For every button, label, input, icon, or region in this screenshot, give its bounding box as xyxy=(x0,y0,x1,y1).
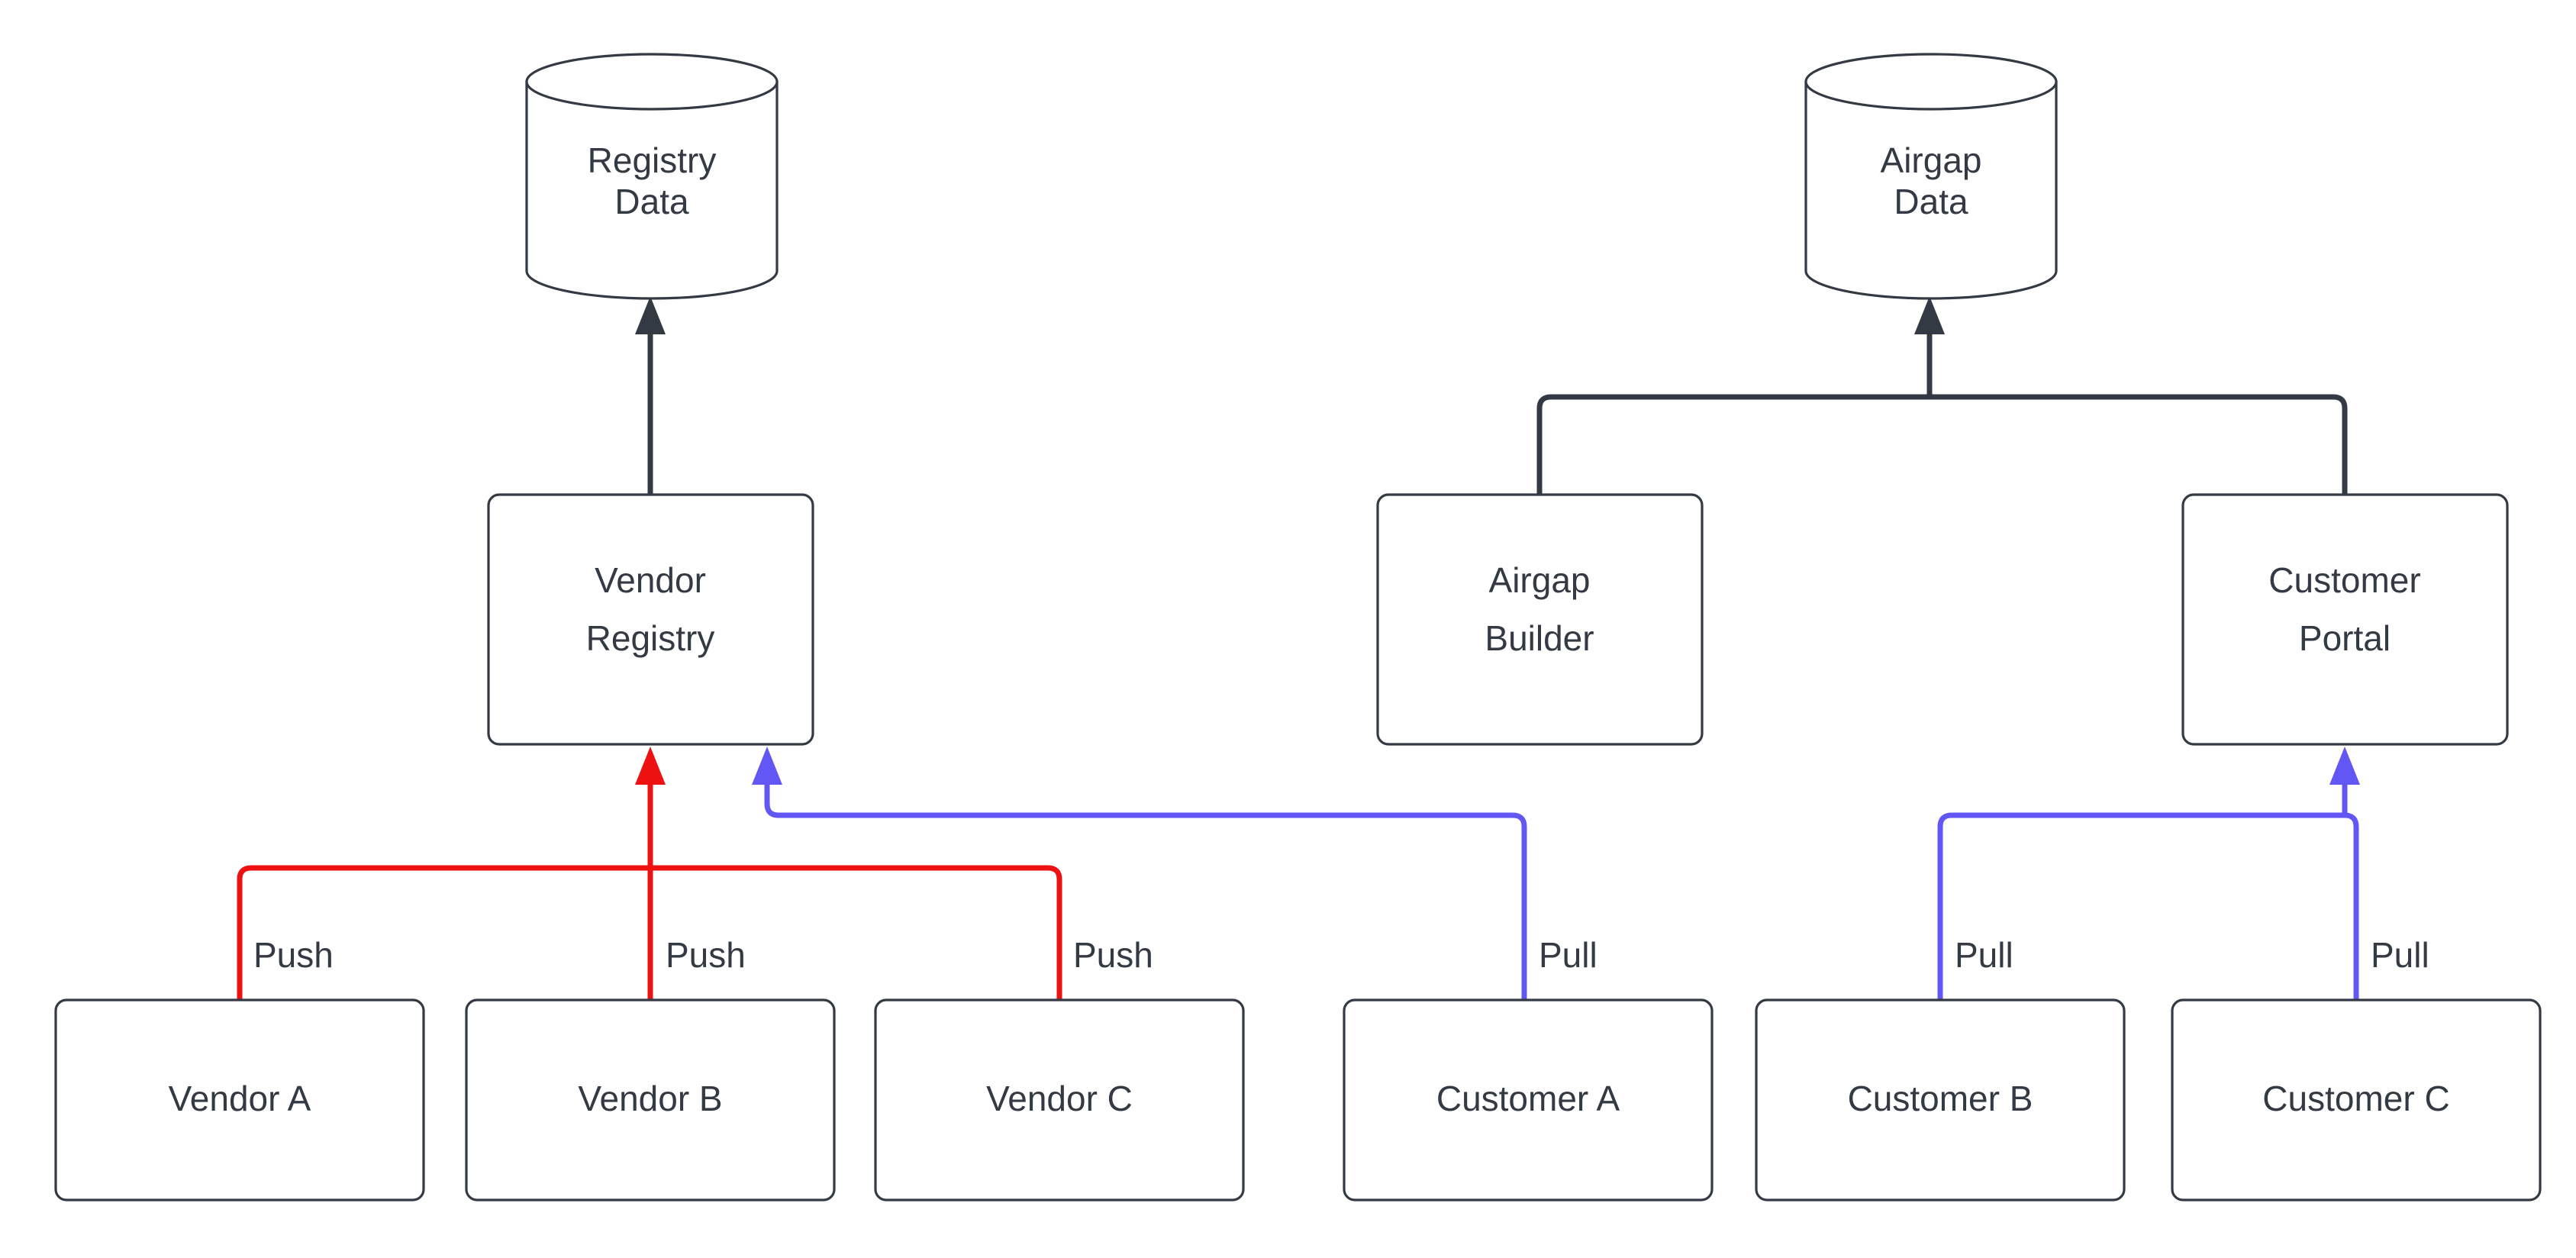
edge-airgap-builder-to-airgap-data xyxy=(1536,394,1930,495)
edge-label-push-vendor-a: Push xyxy=(253,935,334,975)
edge-customer-a-pull xyxy=(752,747,1527,1000)
edge-label-pull-customer-b: Pull xyxy=(1955,935,2013,975)
node-customer-portal[interactable]: Customer Portal xyxy=(2181,493,2509,746)
edge-label-pull-customer-a: Pull xyxy=(1539,935,1598,975)
airgap-builder-label-line2: Builder xyxy=(1485,618,1594,658)
registry-data-label-line2: Data xyxy=(614,182,689,221)
node-vendor-c[interactable]: Vendor C xyxy=(874,998,1245,1202)
vendor-c-label: Vendor C xyxy=(986,1079,1133,1118)
airgap-builder-label-line1: Airgap xyxy=(1489,560,1591,600)
edge-label-push-vendor-c: Push xyxy=(1073,935,1153,975)
edge-vendor-registry-to-registry-data xyxy=(635,296,666,495)
edge-customer-b-pull xyxy=(1937,812,2345,1000)
node-customer-a[interactable]: Customer A xyxy=(1343,998,1714,1202)
customer-portal-label-line1: Customer xyxy=(2268,560,2420,600)
edge-vendor-c-push xyxy=(650,865,1062,1000)
airgap-data-label-line1: Airgap xyxy=(1881,140,1982,180)
edge-vendor-a-push xyxy=(237,865,650,1000)
datastore-registry-data[interactable]: Registry Data xyxy=(525,53,779,300)
node-customer-b[interactable]: Customer B xyxy=(1755,998,2126,1202)
customer-a-label: Customer A xyxy=(1436,1079,1620,1118)
node-customer-c[interactable]: Customer C xyxy=(2171,998,2542,1202)
vendor-a-label: Vendor A xyxy=(169,1079,311,1118)
customer-portal-label-line2: Portal xyxy=(2299,618,2391,658)
node-vendor-registry[interactable]: Vendor Registry xyxy=(487,493,814,746)
node-vendor-b[interactable]: Vendor B xyxy=(465,998,836,1202)
vendor-b-label: Vendor B xyxy=(578,1079,722,1118)
edge-label-pull-customer-c: Pull xyxy=(2371,935,2429,975)
vendor-registry-label-line1: Vendor xyxy=(595,560,706,600)
vendor-registry-label-line2: Registry xyxy=(586,618,715,658)
customer-b-label: Customer B xyxy=(1848,1079,2033,1118)
edge-customer-c-pull xyxy=(2329,747,2360,1000)
airgap-data-label-line2: Data xyxy=(1894,182,1968,221)
node-airgap-builder[interactable]: Airgap Builder xyxy=(1376,493,1704,746)
datastore-airgap-data[interactable]: Airgap Data xyxy=(1804,53,2058,300)
edge-push-arrowhead xyxy=(635,747,666,868)
edge-customer-portal-to-airgap-data xyxy=(1914,296,2348,495)
registry-data-label-line1: Registry xyxy=(588,140,717,180)
customer-c-label: Customer C xyxy=(2262,1079,2449,1118)
node-vendor-a[interactable]: Vendor A xyxy=(54,998,425,1202)
edge-label-push-vendor-b: Push xyxy=(666,935,746,975)
